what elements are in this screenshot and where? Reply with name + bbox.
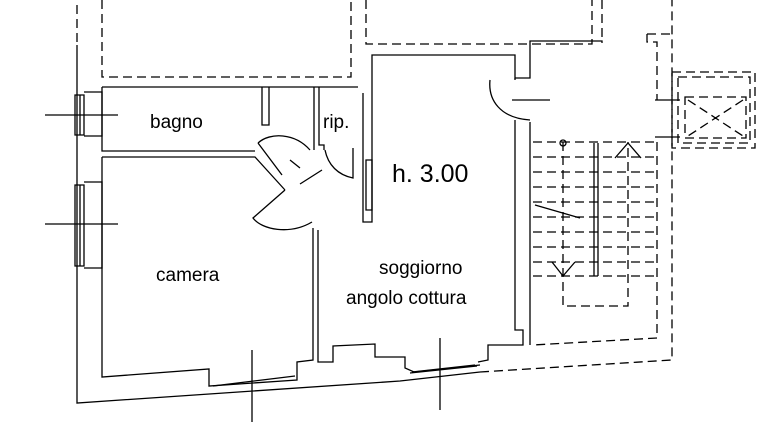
staircase	[532, 139, 658, 346]
room-label-ripostiglio: rip.	[323, 112, 349, 133]
doors	[252, 135, 354, 231]
room-label-angolo-cottura: angolo cottura	[346, 288, 467, 309]
upper-right-outline	[365, 0, 603, 45]
left-windows	[45, 91, 118, 269]
room-label-soggiorno: soggiorno	[379, 258, 462, 279]
ceiling-height-label: h. 3.00	[392, 160, 468, 188]
bedroom-walls	[101, 157, 481, 422]
bathroom-walls	[101, 86, 358, 191]
room-label-camera: camera	[156, 265, 220, 286]
room-label-bagno: bagno	[150, 112, 203, 133]
living-walls	[362, 40, 603, 410]
elevator-shaft	[646, 33, 756, 149]
upper-room-outline	[101, 0, 352, 78]
